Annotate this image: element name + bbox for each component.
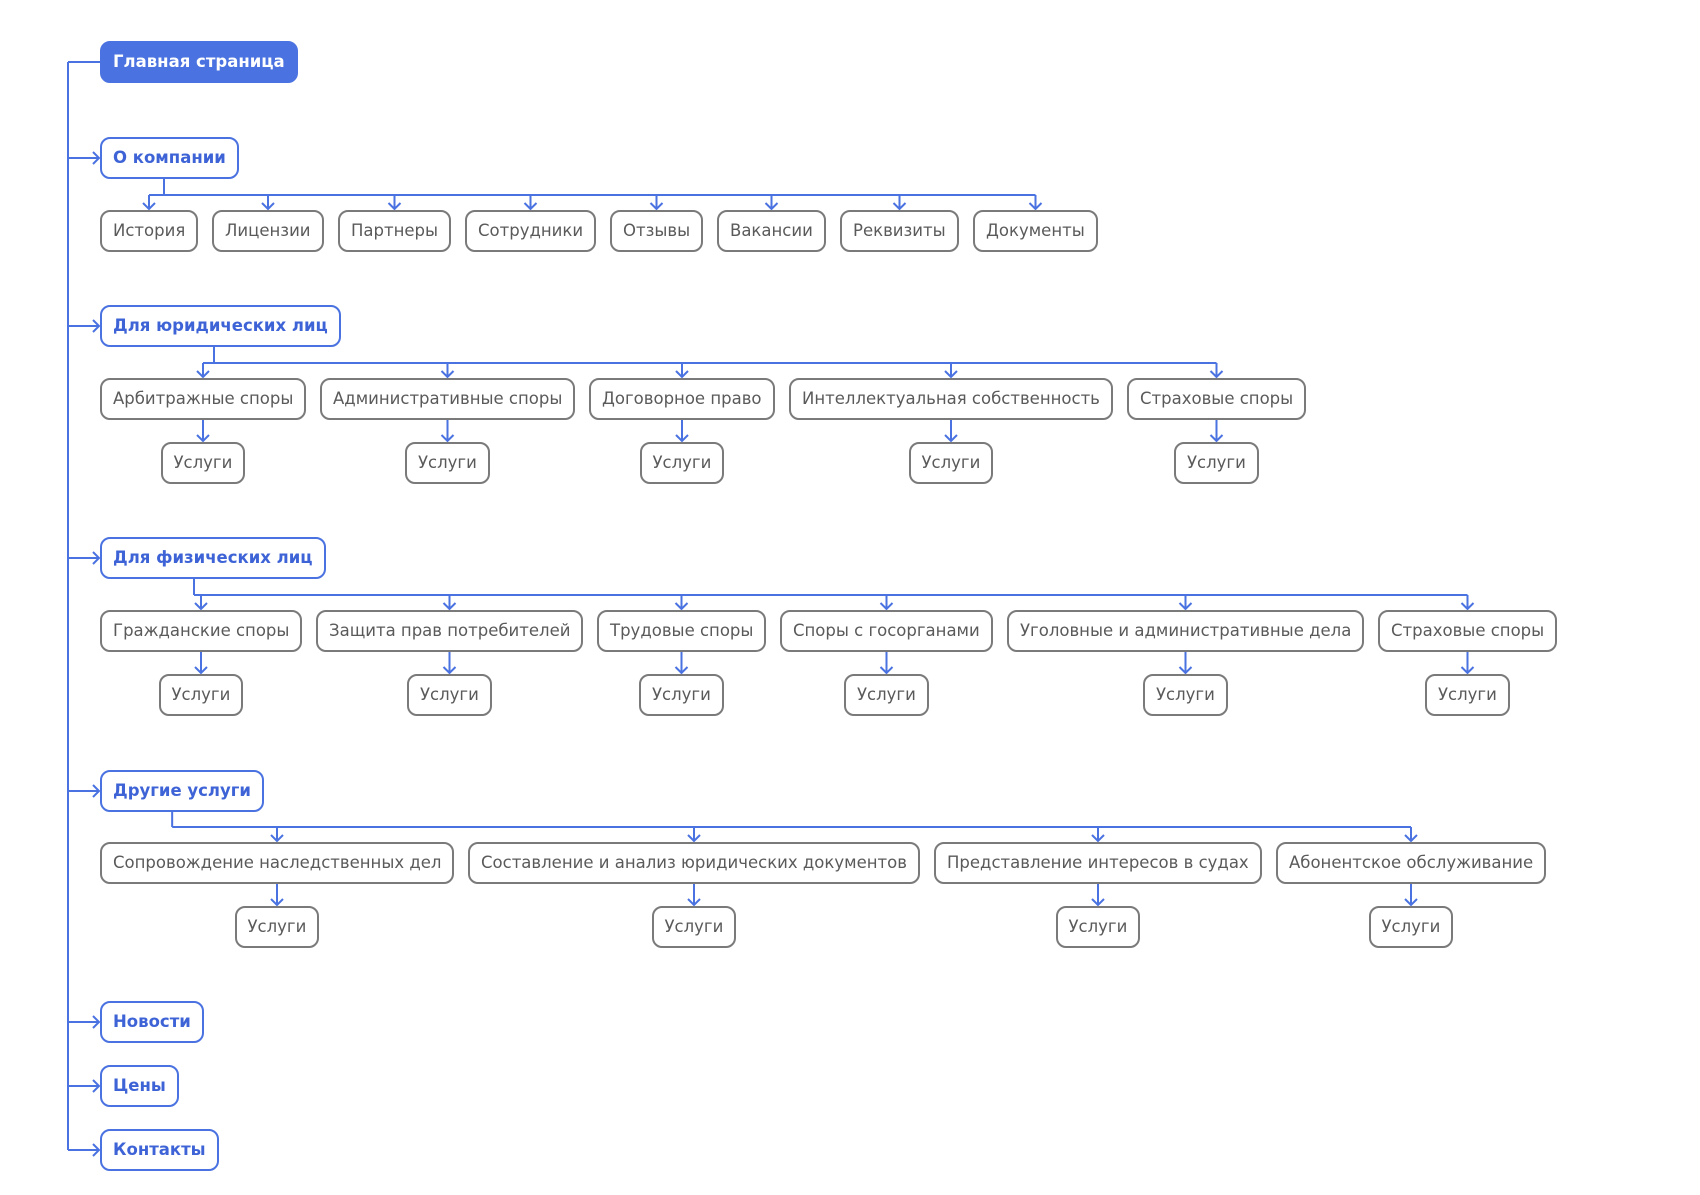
arrow-down-icon bbox=[674, 666, 689, 675]
child-node[interactable]: Уголовные и административные дела bbox=[1007, 610, 1365, 652]
arrow-down-icon bbox=[270, 834, 284, 843]
section-node[interactable]: Контакты bbox=[100, 1129, 219, 1171]
arrow-down-icon bbox=[440, 434, 455, 443]
services-node[interactable]: Услуги bbox=[651, 906, 737, 948]
child-node[interactable]: Составление и анализ юридических докумен… bbox=[468, 842, 920, 884]
home-page-node[interactable]: Главная страница bbox=[100, 41, 298, 83]
arrow-down-icon bbox=[194, 666, 208, 675]
arrow-down-icon bbox=[196, 370, 210, 379]
services-node[interactable]: Услуги bbox=[639, 442, 725, 484]
child-node[interactable]: Документы bbox=[973, 210, 1098, 252]
section-node[interactable]: Цены bbox=[100, 1065, 179, 1107]
section-node[interactable]: Новости bbox=[100, 1001, 204, 1043]
section-node[interactable]: Для физических лиц bbox=[100, 537, 326, 579]
services-node[interactable]: Услуги bbox=[1055, 906, 1141, 948]
arrow-down-icon bbox=[196, 434, 210, 443]
arrow-down-icon bbox=[1209, 370, 1224, 379]
arrow-down-icon bbox=[270, 898, 284, 907]
child-node[interactable]: Лицензии bbox=[212, 210, 324, 252]
services-node[interactable]: Услуги bbox=[1174, 442, 1259, 484]
services-node[interactable]: Услуги bbox=[844, 674, 929, 716]
section-node[interactable]: Другие услуги bbox=[100, 770, 264, 812]
arrow-down-icon bbox=[440, 370, 455, 379]
services-node[interactable]: Услуги bbox=[1425, 674, 1510, 716]
arrow-down-icon bbox=[1404, 834, 1418, 843]
arrow-down-icon bbox=[649, 202, 664, 211]
arrow-down-icon bbox=[944, 434, 958, 443]
arrow-down-icon bbox=[442, 666, 457, 675]
services-node[interactable]: Услуги bbox=[407, 674, 492, 716]
services-node[interactable]: Услуги bbox=[1368, 906, 1454, 948]
arrow-down-icon bbox=[879, 666, 894, 675]
arrow-right-icon bbox=[92, 319, 101, 333]
child-node[interactable]: История bbox=[100, 210, 199, 252]
services-node[interactable]: Услуги bbox=[234, 906, 320, 948]
child-node[interactable]: Страховые споры bbox=[1127, 378, 1307, 420]
arrow-down-icon bbox=[892, 202, 907, 211]
child-node[interactable]: Страховые споры bbox=[1378, 610, 1558, 652]
child-node[interactable]: Гражданские споры bbox=[100, 610, 303, 652]
arrow-down-icon bbox=[879, 602, 894, 611]
arrow-down-icon bbox=[687, 898, 701, 907]
arrow-down-icon bbox=[1091, 898, 1105, 907]
arrow-right-icon bbox=[92, 1015, 101, 1029]
arrow-down-icon bbox=[1028, 202, 1043, 211]
arrow-down-icon bbox=[687, 834, 701, 843]
arrow-right-icon bbox=[92, 151, 101, 165]
arrow-down-icon bbox=[764, 202, 779, 211]
arrow-down-icon bbox=[674, 602, 689, 611]
child-node[interactable]: Трудовые споры bbox=[597, 610, 767, 652]
child-node[interactable]: Реквизиты bbox=[840, 210, 959, 252]
child-node[interactable]: Вакансии bbox=[717, 210, 826, 252]
arrow-down-icon bbox=[1460, 666, 1475, 675]
section-node[interactable]: О компании bbox=[100, 137, 239, 179]
child-node[interactable]: Административные споры bbox=[320, 378, 576, 420]
section-node[interactable]: Для юридических лиц bbox=[100, 305, 341, 347]
child-node[interactable]: Договорное право bbox=[589, 378, 775, 420]
arrow-down-icon bbox=[194, 602, 208, 611]
child-node[interactable]: Сотрудники bbox=[465, 210, 597, 252]
arrow-down-icon bbox=[142, 202, 156, 211]
arrow-right-icon bbox=[92, 551, 101, 565]
arrow-down-icon bbox=[442, 602, 457, 611]
child-node[interactable]: Арбитражные споры bbox=[100, 378, 307, 420]
arrow-right-icon bbox=[92, 1079, 101, 1093]
arrow-down-icon bbox=[1091, 834, 1105, 843]
child-node[interactable]: Представление интересов в судах bbox=[934, 842, 1262, 884]
child-node[interactable]: Защита прав потребителей bbox=[316, 610, 584, 652]
arrow-down-icon bbox=[261, 202, 275, 211]
child-node[interactable]: Отзывы bbox=[610, 210, 704, 252]
services-node[interactable]: Услуги bbox=[1143, 674, 1228, 716]
arrow-down-icon bbox=[675, 434, 689, 443]
child-node[interactable]: Интеллектуальная собственность bbox=[789, 378, 1113, 420]
arrow-right-icon bbox=[92, 1143, 101, 1157]
services-node[interactable]: Услуги bbox=[908, 442, 994, 484]
child-node[interactable]: Абонентское обслуживание bbox=[1276, 842, 1547, 884]
arrow-right-icon bbox=[92, 784, 101, 798]
arrow-down-icon bbox=[944, 370, 958, 379]
services-node[interactable]: Услуги bbox=[405, 442, 490, 484]
arrow-down-icon bbox=[1178, 666, 1193, 675]
services-node[interactable]: Услуги bbox=[158, 674, 244, 716]
arrow-down-icon bbox=[675, 370, 689, 379]
arrow-down-icon bbox=[1178, 602, 1193, 611]
child-node[interactable]: Партнеры bbox=[338, 210, 452, 252]
child-node[interactable]: Сопровождение наследственных дел bbox=[100, 842, 455, 884]
arrow-down-icon bbox=[523, 202, 538, 211]
services-node[interactable]: Услуги bbox=[639, 674, 724, 716]
child-node[interactable]: Споры с госорганами bbox=[780, 610, 993, 652]
arrow-down-icon bbox=[387, 202, 402, 211]
arrow-down-icon bbox=[1209, 434, 1224, 443]
arrow-down-icon bbox=[1404, 898, 1418, 907]
arrow-down-icon bbox=[1460, 602, 1475, 611]
services-node[interactable]: Услуги bbox=[160, 442, 246, 484]
